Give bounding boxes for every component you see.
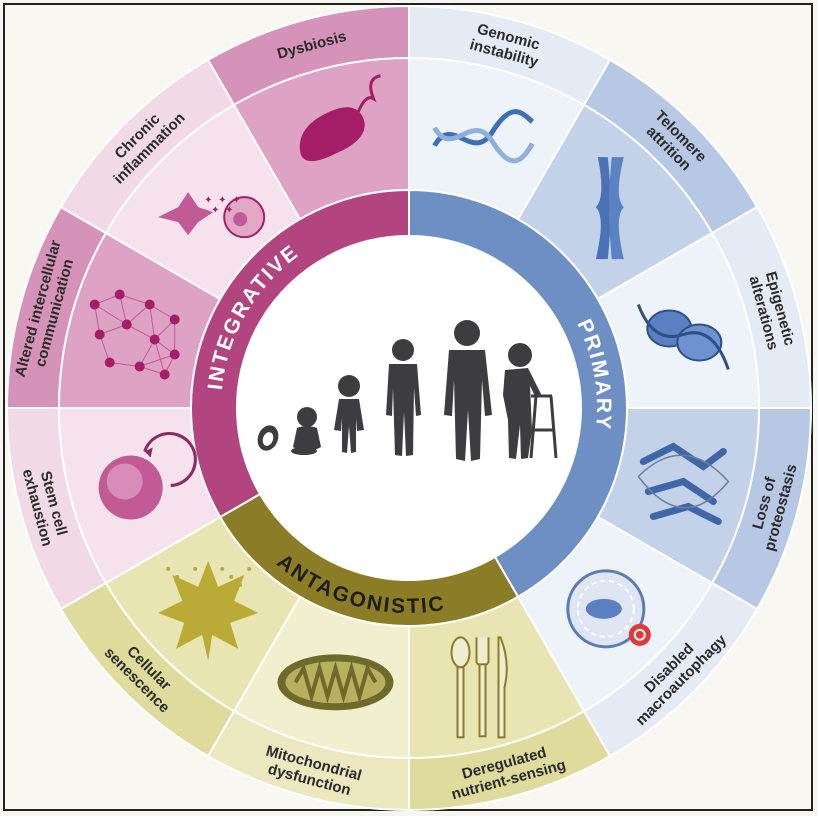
- chromosome-icon: [595, 157, 624, 260]
- aging-silhouettes: [257, 320, 558, 461]
- senescent-leaf-icon: [158, 560, 259, 661]
- nucleosome-icon: [636, 303, 730, 370]
- fetus-silhouette: [257, 425, 279, 451]
- elderly-with-walker-silhouette: [503, 343, 558, 459]
- network-icon: [89, 289, 180, 380]
- adult-silhouette: [444, 320, 492, 461]
- cutlery-icon: [450, 636, 508, 739]
- hallmark-icons: ✦✦✦✦✦: [89, 74, 730, 739]
- bacterium-icon: [299, 74, 381, 162]
- svg-text:✦: ✦: [232, 195, 240, 206]
- baby-silhouette: [291, 407, 321, 455]
- mitochondrion-icon: [277, 654, 394, 711]
- autophagosome-icon: [566, 569, 651, 649]
- svg-text:✦: ✦: [225, 205, 233, 216]
- inflammation-icon: ✦✦✦✦✦: [158, 192, 266, 239]
- toddler-silhouette: [334, 375, 364, 453]
- teen-silhouette: [386, 339, 421, 456]
- svg-text:✦: ✦: [204, 195, 212, 206]
- svg-text:✦: ✦: [218, 195, 226, 206]
- dna-icon: [432, 109, 535, 164]
- stem-cell-icon: [98, 432, 197, 520]
- protein-icon: [637, 442, 730, 526]
- svg-text:✦: ✦: [211, 205, 219, 216]
